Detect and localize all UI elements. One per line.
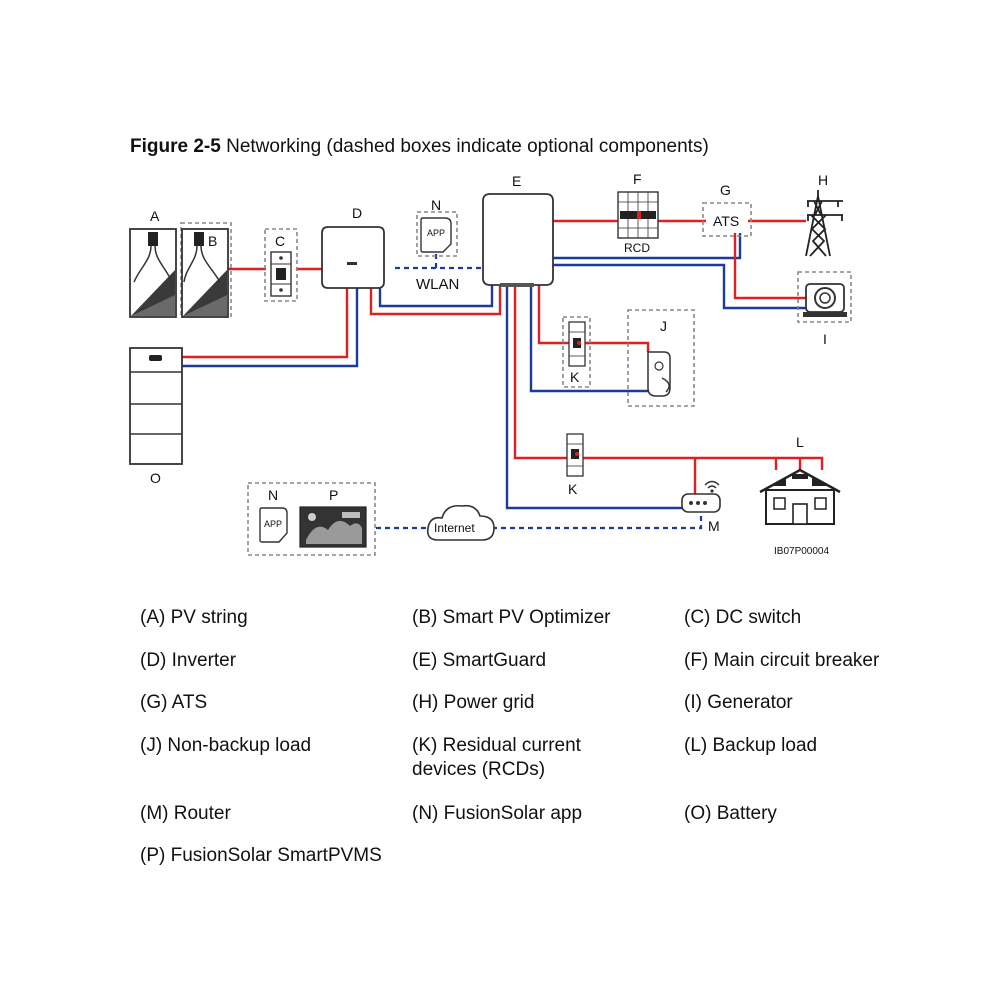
wire-to-nonbackup-blue [529, 285, 648, 393]
label-p: P [329, 487, 338, 503]
ats-tag: ATS [713, 213, 739, 229]
wire-battery-positive [182, 286, 349, 359]
optional-boxes [180, 202, 852, 556]
label-k-upper: K [570, 369, 580, 385]
power-grid-icon [805, 190, 843, 257]
label-c: C [275, 233, 285, 249]
figure-code: IB07P00004 [774, 546, 829, 557]
wire-smartguard-to-ats-blue [553, 233, 742, 260]
legend-item-a: (A) PV string [140, 607, 248, 628]
label-i: I [823, 331, 827, 347]
legend-item-j: (J) Non-backup load [140, 735, 312, 756]
label-j: J [660, 318, 667, 334]
pv-panel-1-cables [133, 245, 173, 283]
figure-number: Figure 2-5 [130, 136, 221, 157]
label-b: B [208, 233, 217, 249]
label-n-top: N [431, 197, 441, 213]
rcd-lower-icon [566, 433, 584, 477]
label-e: E [512, 173, 521, 189]
optional-box-ats [702, 202, 752, 237]
pv-string [129, 228, 229, 318]
battery-icon [129, 347, 183, 465]
pv-panel-2-junction-box [194, 232, 204, 246]
internet-link-right [492, 515, 703, 530]
smartguard-icon [482, 193, 554, 287]
pv-panel-1-junction-box [148, 232, 158, 246]
wire-battery-negative [182, 286, 359, 368]
label-l: L [796, 434, 804, 450]
ev-charger-icon [647, 351, 671, 397]
wire-ats-to-generator-red [733, 233, 806, 300]
app-bottom-text: APP [264, 519, 282, 529]
pv-panel-2-shade-edge [183, 295, 227, 316]
label-k-lower: K [568, 481, 578, 497]
legend-item-m: (M) Router [140, 803, 231, 824]
wire-inverter-to-smartguard-blue [378, 285, 494, 308]
label-h: H [818, 172, 828, 188]
generator-icon [803, 283, 847, 317]
legend-item-p: (P) FusionSolar SmartPVMS [140, 845, 382, 866]
app-icon-bottom: APP [259, 507, 288, 543]
legend-item-i: (I) Generator [684, 692, 793, 713]
legend-item-c: (C) DC switch [684, 607, 802, 628]
legend-item-g: (G) ATS [140, 692, 208, 713]
pv-panel-1-shade-edge [131, 295, 175, 316]
internet-cloud-icon: Internet [426, 504, 495, 541]
label-n-bottom: N [268, 487, 278, 503]
legend-item-n: (N) FusionSolar app [412, 803, 583, 824]
rcd-upper-icon [568, 321, 586, 367]
wiring [182, 219, 824, 510]
legend-item-h: (H) Power grid [412, 692, 535, 713]
dc-switch-icon [270, 251, 292, 297]
label-f: F [633, 171, 642, 187]
label-a: A [150, 208, 160, 224]
optional-box-app-pvms [247, 482, 376, 556]
house-icon [759, 468, 841, 525]
app-top-text: APP [427, 228, 445, 238]
main-breaker-icon [617, 191, 659, 239]
smartpvms-screen-icon [299, 506, 367, 548]
wlan-label: WLAN [416, 276, 459, 293]
internet-label: Internet [434, 521, 475, 535]
wire-to-nonbackup-red [537, 285, 650, 352]
wire-ats-to-generator-blue [553, 263, 806, 310]
pv-panel-2-cables [183, 245, 221, 283]
legend-item-l: (L) Backup load [684, 735, 818, 756]
optional-box-dc-switch [264, 228, 298, 302]
legend-item-k: (K) Residual current devices (RCDs) [412, 735, 581, 780]
legend-item-e: (E) SmartGuard [412, 650, 547, 671]
router-icon [681, 480, 721, 513]
legend-item-b: (B) Smart PV Optimizer [412, 607, 611, 628]
app-icon-top: APP [420, 217, 452, 253]
rcd-tag: RCD [624, 241, 650, 255]
label-g: G [720, 182, 731, 198]
wire-to-backup-red [513, 285, 824, 470]
legend-item-f: (F) Main circuit breaker [684, 650, 880, 671]
wire-to-router-blue [505, 285, 682, 510]
optional-box-nonbackup [627, 309, 695, 407]
label-d: D [352, 205, 362, 221]
wifi-signal-icon [704, 480, 720, 489]
optional-box-generator [797, 271, 852, 323]
figure-caption: Figure 2-5 Networking (dashed boxes indi… [130, 136, 709, 158]
legend-item-o: (O) Battery [684, 803, 777, 824]
legend-item-d: (D) Inverter [140, 650, 237, 671]
label-m: M [708, 518, 720, 534]
figure-title: Networking (dashed boxes indicate option… [226, 136, 709, 157]
inverter-icon [321, 226, 385, 289]
label-o: O [150, 470, 161, 486]
wire-inverter-to-smartguard-red [369, 285, 502, 316]
